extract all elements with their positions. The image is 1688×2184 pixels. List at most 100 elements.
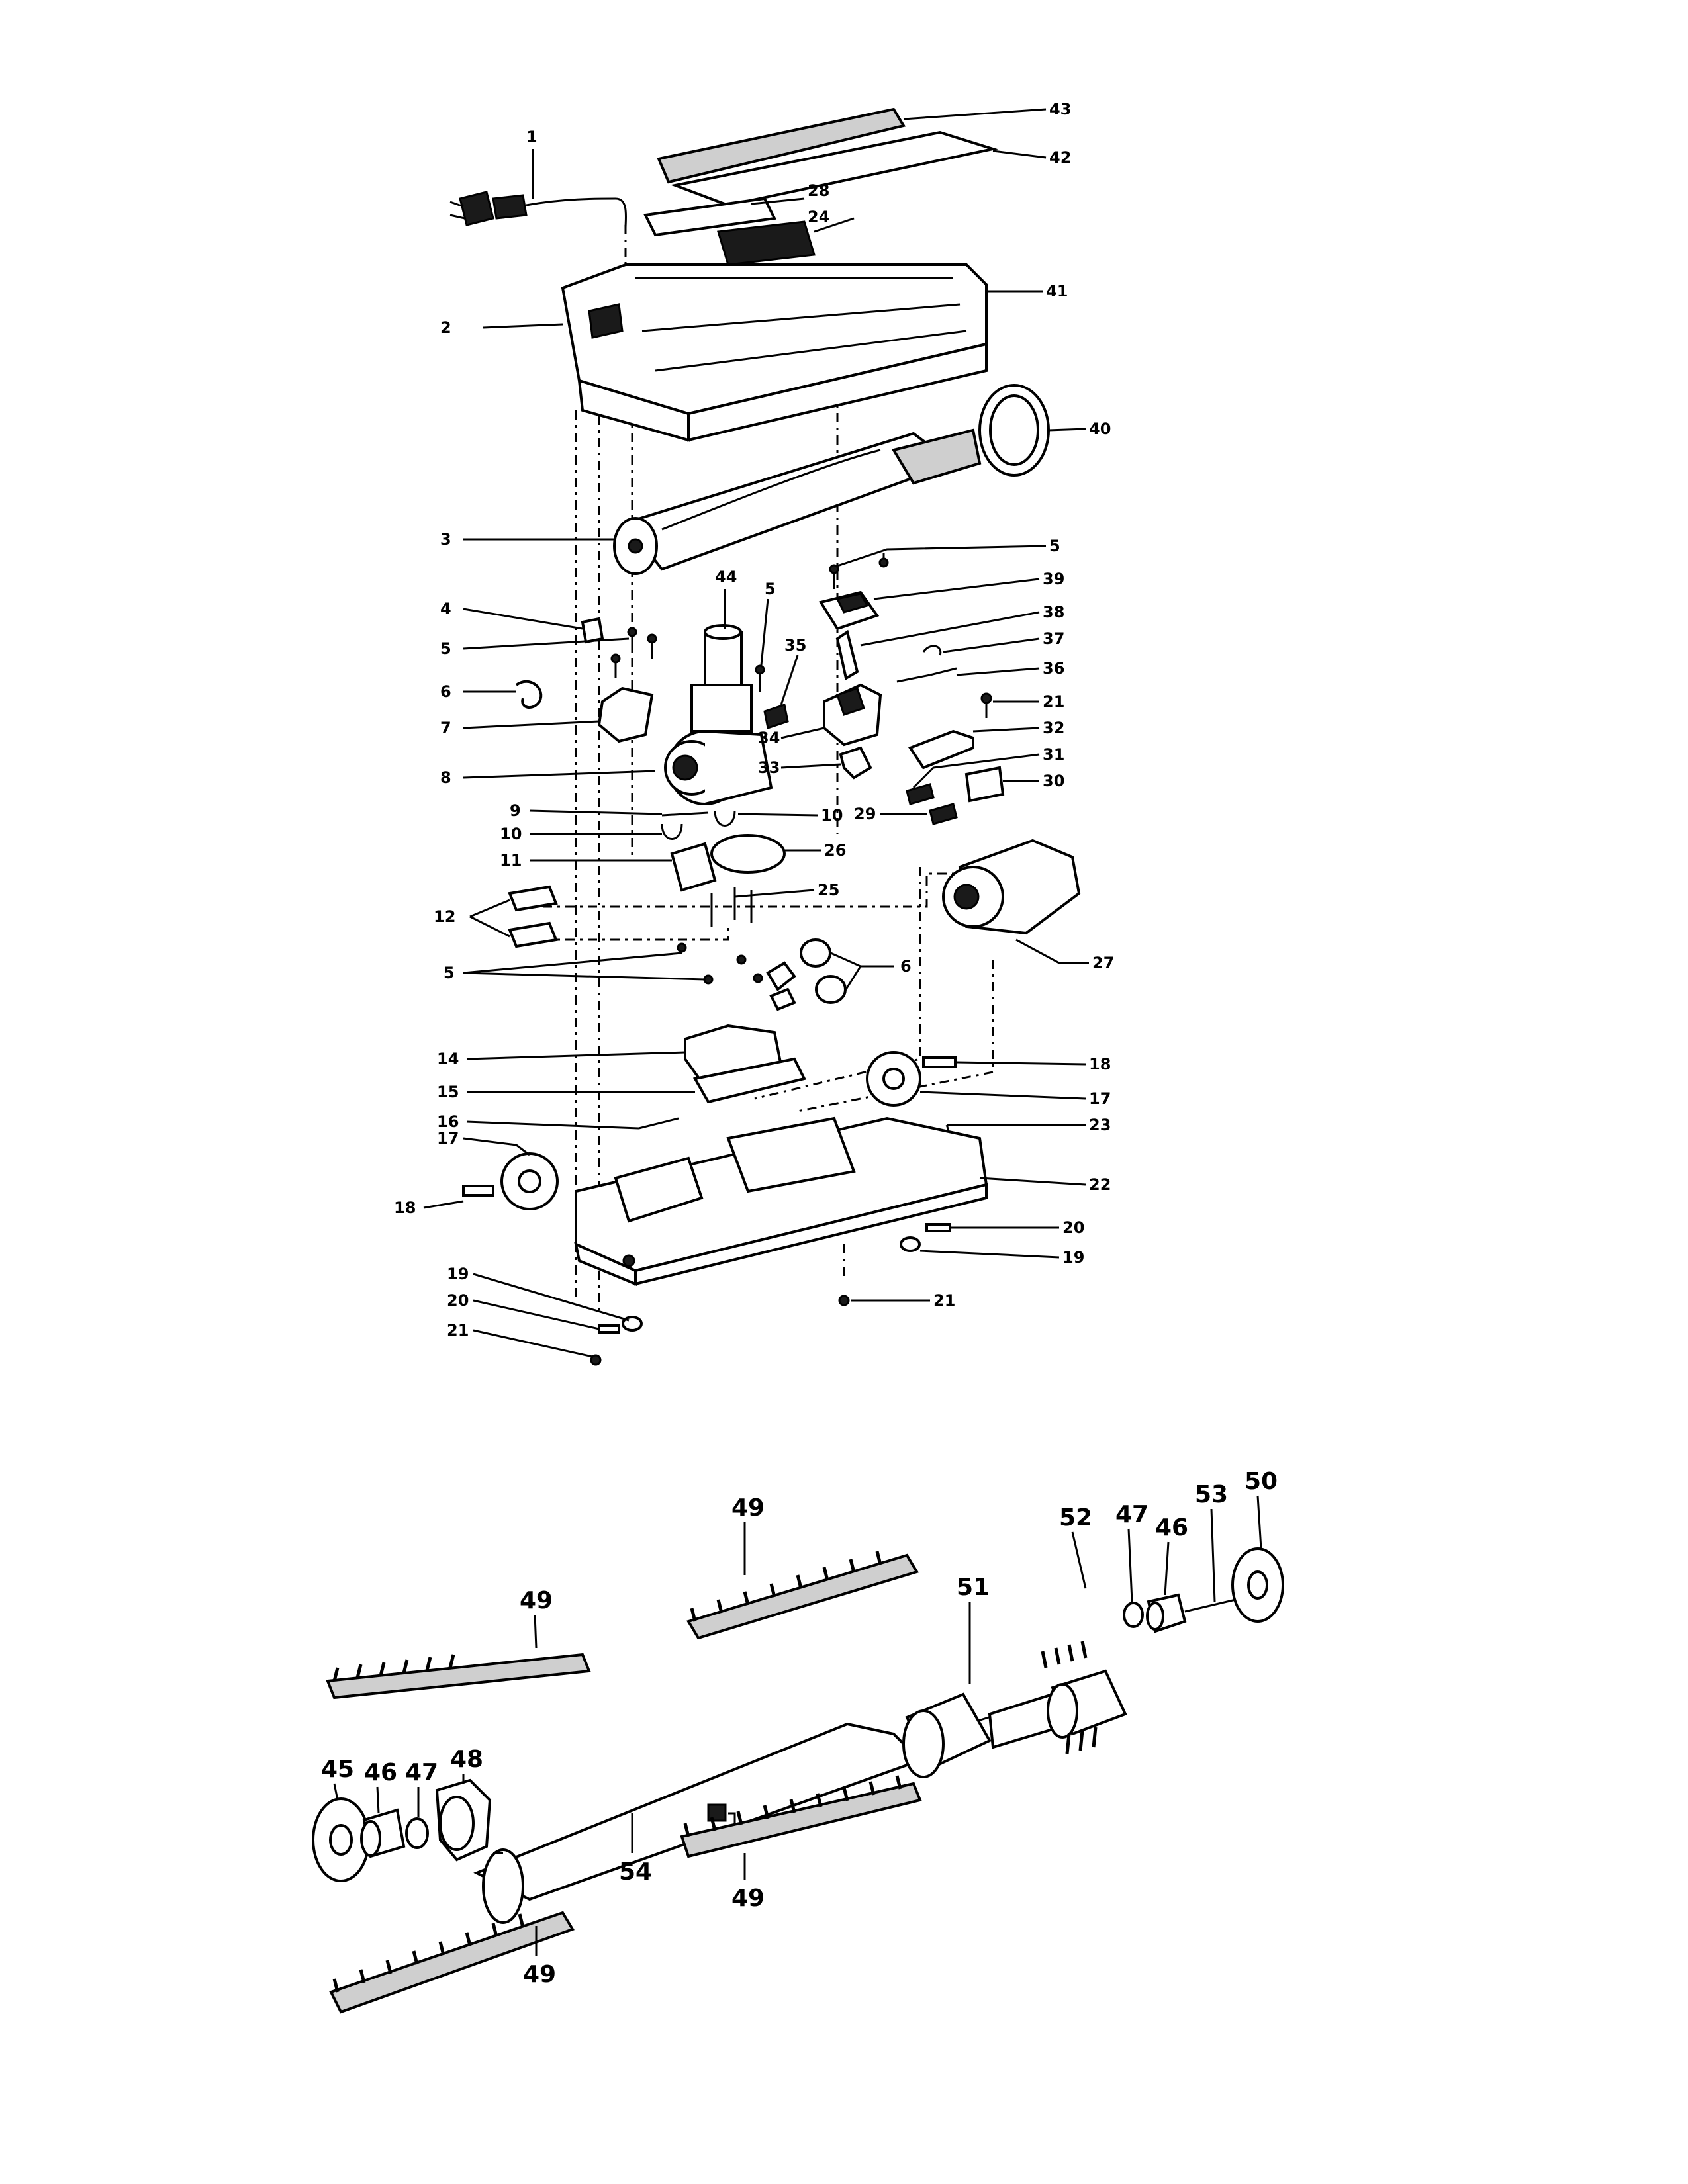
screws-part-25 <box>710 887 815 927</box>
bearing-part-46-right <box>1146 1541 1187 1633</box>
bracket-part-33 <box>780 746 872 780</box>
wheel-part-17-left <box>463 1137 559 1210</box>
callout-50: 50 <box>1244 1468 1278 1495</box>
filter-plate-part-28 <box>643 197 805 237</box>
upper-assembly <box>423 107 1089 1366</box>
connector-part-30 <box>964 766 1039 803</box>
bracket-part-15 <box>467 1057 806 1104</box>
callout-19-a: 19 <box>447 1265 469 1283</box>
callout-3: 3 <box>440 530 451 549</box>
callout-45: 45 <box>321 1756 354 1783</box>
callout-4: 4 <box>440 600 451 618</box>
screw-part-21-right <box>838 1295 930 1306</box>
power-cord-part-1 <box>449 149 628 229</box>
callout-52: 52 <box>1059 1504 1092 1531</box>
end-plate-part-45 <box>312 1783 370 1882</box>
callout-labels: 1 2 3 4 5 6 7 8 9 10 10 11 12 5 14 15 16… <box>321 100 1278 1988</box>
brush-strip-part-49-top <box>686 1522 919 1640</box>
callout-40: 40 <box>1089 420 1111 438</box>
switch-housing-part-34 <box>780 683 882 747</box>
callout-21-c: 21 <box>933 1291 955 1310</box>
filter-strip-part-42 <box>670 130 1047 207</box>
screw-part-21-upper <box>980 692 1039 718</box>
callout-19-b: 19 <box>1062 1248 1084 1267</box>
pin-part-20-left <box>473 1299 620 1334</box>
callout-22: 22 <box>1089 1175 1111 1194</box>
callout-11: 11 <box>500 851 522 870</box>
end-cap-part-48 <box>435 1774 492 1862</box>
pulley-part-51 <box>902 1602 1061 1778</box>
callout-29: 29 <box>854 805 876 823</box>
callout-9: 9 <box>510 801 521 820</box>
callout-42: 42 <box>1049 148 1071 167</box>
callout-51: 51 <box>957 1574 990 1601</box>
switch-part-31 <box>906 753 1040 805</box>
callout-47-left: 47 <box>405 1759 438 1786</box>
axle-part-18-right <box>922 1056 1086 1068</box>
shaft-part-53 <box>1184 1508 1242 1613</box>
callout-5-a: 5 <box>440 639 451 658</box>
switch-cover-part-39 <box>818 578 1040 631</box>
callout-28: 28 <box>808 181 829 200</box>
clips-part-10 <box>530 810 818 840</box>
bracket-part-7 <box>463 686 654 743</box>
callout-47-right: 47 <box>1115 1501 1149 1528</box>
wheel-part-17-right <box>866 1051 1086 1107</box>
callout-15: 15 <box>437 1083 459 1101</box>
pin-part-20-right <box>925 1223 1059 1232</box>
callout-6-b: 6 <box>900 957 912 976</box>
callout-49-bottom-right: 49 <box>731 1885 765 1912</box>
clip-part-6 <box>463 680 543 709</box>
callout-46-left: 46 <box>364 1759 397 1786</box>
lever-part-32 <box>908 727 1040 770</box>
switch-block-part-24 <box>717 217 855 266</box>
washer-part-19-right <box>900 1236 1060 1259</box>
latch-part-35 <box>763 655 799 729</box>
callout-39: 39 <box>1043 570 1064 588</box>
callout-5-d: 5 <box>765 580 776 598</box>
belt-ring-part-40 <box>978 384 1086 477</box>
bearing-part-46-left <box>360 1786 406 1858</box>
callout-53: 53 <box>1195 1481 1228 1508</box>
brushroll-part-3 <box>463 428 982 575</box>
screws-part-5-lower <box>463 942 796 1011</box>
callout-46-right: 46 <box>1155 1514 1188 1541</box>
callout-14: 14 <box>437 1050 459 1068</box>
callout-33: 33 <box>758 758 780 777</box>
end-plate-part-50 <box>1231 1495 1284 1623</box>
terminals-part-12 <box>469 885 558 948</box>
callout-21-a: 21 <box>447 1321 469 1340</box>
callout-37: 37 <box>1043 629 1064 648</box>
callout-10-b: 10 <box>821 806 843 825</box>
callout-23: 23 <box>1089 1116 1111 1134</box>
callout-8: 8 <box>440 768 451 787</box>
callout-54: 54 <box>619 1858 652 1886</box>
callout-43: 43 <box>1049 100 1071 118</box>
switch-lever-part-38 <box>835 611 1040 681</box>
spring-part-9 <box>529 809 709 817</box>
callout-36: 36 <box>1043 659 1064 678</box>
spring-part-36 <box>929 667 1040 676</box>
screws-part-5-left <box>463 627 657 678</box>
callout-7: 7 <box>440 719 451 737</box>
top-grille-part-43 <box>657 107 1047 184</box>
callout-6-a: 6 <box>440 682 451 701</box>
callout-18-a: 18 <box>394 1199 416 1217</box>
callout-30: 30 <box>1043 772 1064 790</box>
brush-strip-part-49-bottom-right <box>680 1775 922 1880</box>
callout-16: 16 <box>437 1113 459 1131</box>
callout-17-b: 17 <box>1089 1089 1111 1108</box>
base-plate-part-22 <box>574 1116 1086 1286</box>
rod-part-37 <box>896 637 1040 683</box>
callout-49-bottom-left: 49 <box>523 1961 556 1988</box>
brush-strip-part-49-left <box>326 1614 591 1700</box>
callout-17-a: 17 <box>437 1129 459 1148</box>
callout-2: 2 <box>440 318 451 337</box>
callout-5-b: 5 <box>444 964 455 982</box>
screws-part-5-top-right <box>829 545 1047 589</box>
spring-part-16 <box>466 1117 679 1130</box>
callout-34: 34 <box>758 729 780 747</box>
screws-part-5-middle <box>755 598 769 692</box>
brush-strip-part-49-bottom-left <box>329 1911 575 2014</box>
